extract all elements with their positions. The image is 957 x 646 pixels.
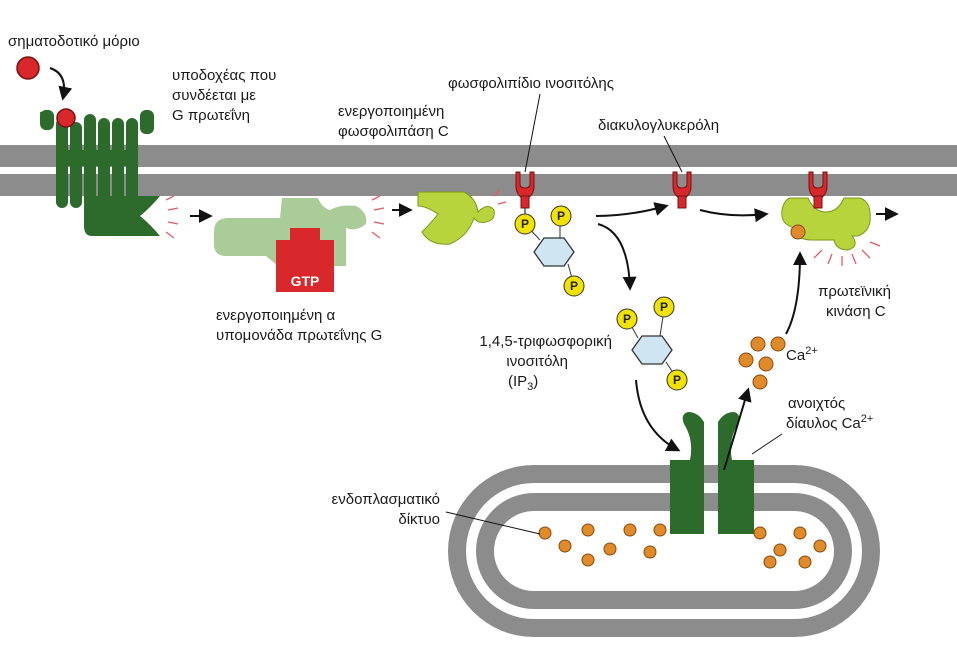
calcium-ion	[793, 526, 807, 540]
arrow-dag-to-pkc	[699, 208, 769, 223]
label-channel-line2: δίαυλος Ca2+	[786, 413, 873, 432]
plasma-membrane	[0, 145, 957, 196]
activation-rays	[165, 195, 179, 239]
phosphate	[550, 205, 572, 227]
calcium-ion	[763, 555, 777, 569]
activated-phospholipase-c	[417, 189, 507, 245]
gtp-label: GTP	[291, 273, 320, 289]
label-receptor-line1: υποδοχέας που	[172, 67, 276, 84]
calcium-ion	[813, 539, 827, 553]
phosphate-label: P	[521, 217, 529, 231]
phosphate-label: P	[623, 312, 631, 326]
label-plc-line2: φωσφολιπάση C	[338, 123, 449, 140]
calcium-ion	[798, 555, 812, 569]
signal-molecule	[16, 56, 40, 80]
arrow-calcium-to-pkc	[785, 251, 807, 335]
calcium-ion	[581, 553, 595, 567]
ip3-prefix: (IP	[508, 373, 527, 390]
cytosolic-calcium-ions	[738, 336, 786, 390]
label-ip3-line2: ινοσιτόλη	[506, 353, 568, 370]
label-galpha-line1: ενεργοποιημένη α	[216, 307, 336, 324]
phosphate	[653, 296, 675, 318]
label-pkc-line2: κινάση C	[826, 303, 886, 320]
ip3-subscript: 3	[527, 381, 533, 393]
gtp-molecule	[276, 228, 334, 292]
calcium-ion	[603, 542, 617, 556]
ip3-molecule: P P P	[616, 296, 688, 391]
phosphate	[563, 275, 585, 297]
label-channel-line1: ανοιχτός	[788, 395, 845, 412]
calcium-ion	[738, 352, 754, 368]
activation-rays	[371, 195, 385, 239]
calcium-ion	[581, 523, 595, 537]
calcium-ion	[538, 526, 552, 540]
label-plc-line1: ενεργοποιημένη	[338, 103, 444, 120]
calcium-ion	[653, 523, 667, 537]
channel-charge: 2+	[861, 413, 874, 425]
phosphate-label: P	[660, 300, 668, 314]
channel-base: δίαυλος Ca	[786, 415, 861, 432]
label-calcium: Ca2+	[786, 345, 818, 364]
label-receptor-line2: συνδέεται με	[172, 87, 256, 104]
phosphate-label: P	[673, 373, 681, 387]
label-receptor-line3: G πρωτεΐνη	[172, 107, 250, 124]
arrow-to-dag	[595, 202, 669, 217]
phosphate	[666, 369, 688, 391]
calcium-ion	[770, 336, 786, 352]
phosphate-groups-lipid: P P P	[514, 205, 585, 297]
label-signal-molecule: σηματοδοτικό μόριο	[8, 33, 140, 50]
leader-dag	[663, 135, 683, 173]
g-protein-coupled-receptor	[40, 108, 179, 239]
calcium-ion	[623, 523, 637, 537]
ip3-suffix: )	[533, 373, 538, 390]
activation-rays	[493, 189, 507, 205]
bound-calcium-ion	[790, 224, 806, 240]
endoplasmic-reticulum	[448, 465, 880, 637]
label-phospholipid: φωσφολιπίδιο ινοσιτόλης	[448, 75, 614, 92]
activated-g-alpha-subunit: GTP	[214, 195, 385, 292]
leader-er	[445, 511, 541, 535]
label-er-line1: ενδοπλασματικό	[332, 491, 440, 508]
calcium-base: Ca	[786, 347, 806, 364]
label-galpha-line2: υπομονάδα πρωτεΐνης G	[216, 327, 382, 344]
leader-channel	[751, 433, 783, 455]
phosphate-label: P	[557, 209, 565, 223]
protein-kinase-c	[781, 171, 881, 266]
arrow-calcium-release	[723, 387, 752, 471]
er-calcium-ions	[538, 523, 827, 569]
calcium-charge: 2+	[805, 345, 818, 357]
calcium-ion	[558, 539, 572, 553]
phosphate-label: P	[570, 279, 578, 293]
leader-phospholipid	[524, 93, 541, 173]
calcium-ion	[758, 356, 774, 372]
label-er-line2: δίκτυο	[398, 511, 440, 528]
calcium-ion	[752, 374, 768, 390]
diacylglycerol	[672, 171, 692, 209]
label-dag: διακυλογλυκερόλη	[598, 117, 719, 134]
activation-rays	[813, 241, 881, 266]
calcium-ion	[643, 545, 657, 559]
label-pkc-line1: πρωτεϊνική	[818, 283, 891, 300]
calcium-ion	[753, 526, 767, 540]
inositol-ring	[533, 237, 575, 267]
label-ip3-line3: (IP3)	[508, 373, 538, 393]
calcium-ion	[773, 543, 787, 557]
ip3-gated-calcium-channel	[670, 412, 754, 534]
phosphate	[514, 213, 536, 235]
signal-arrow	[49, 67, 73, 101]
calcium-ion	[750, 336, 766, 352]
phosphate	[616, 308, 638, 330]
label-ip3-line1: 1,4,5-τριφωσφορική	[479, 333, 612, 350]
bound-signal-molecule	[56, 108, 76, 128]
arrow-to-ip3	[597, 223, 637, 291]
arrow-ip3-to-channel	[635, 379, 681, 452]
